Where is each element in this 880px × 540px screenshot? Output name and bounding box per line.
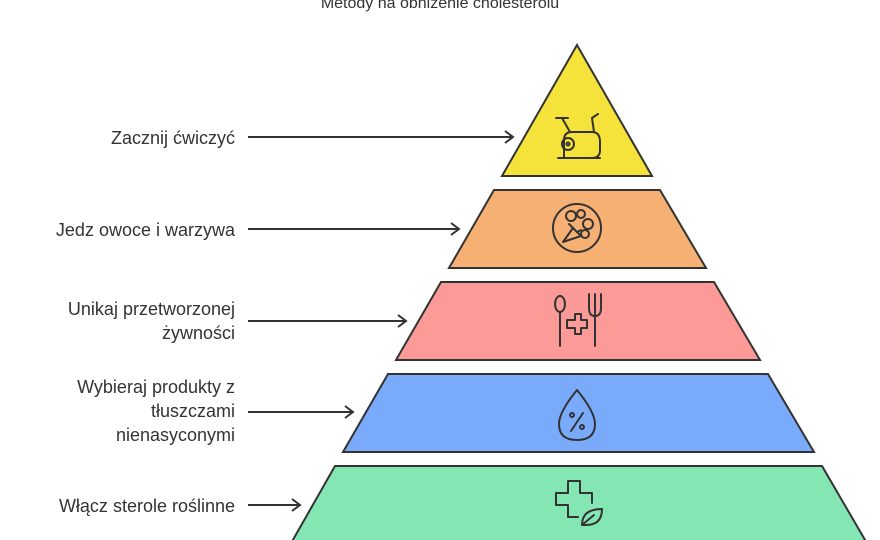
arrow-level-1 (248, 130, 515, 144)
level-3-label-line-2: żywności (161, 323, 235, 343)
arrow-level-4 (248, 405, 355, 419)
level-4-label-line-1: Wybieraj produkty z (77, 377, 235, 397)
pyramid-level-3 (394, 281, 762, 361)
arrow-level-2 (248, 222, 461, 236)
arrow-level-3 (248, 314, 408, 328)
level-4-label-line-2: tłuszczami (150, 401, 235, 421)
pyramid-level-5 (291, 465, 867, 540)
level-3-label-line-1: Unikaj przetworzonej (67, 299, 235, 319)
diagram-title: Metody na obniżenie cholesterolu (320, 0, 560, 12)
oil-drop-percent-icon (558, 389, 596, 441)
fruit-vegetable-icon (552, 203, 602, 253)
level-4-label: Wybieraj produkty z tłuszczami nienasyco… (77, 375, 235, 447)
level-5-label: Włącz sterole roślinne (59, 494, 235, 518)
level-2-label-line-1: Jedz owoce i warzywa (55, 220, 235, 240)
arrow-level-5 (248, 498, 302, 512)
pyramid-level-2 (447, 189, 708, 269)
fork-spoon-medical-icon (554, 293, 602, 347)
pyramid-level-1 (500, 42, 654, 177)
level-4-label-line-3: nienasyconymi (115, 425, 235, 445)
plant-cross-icon (555, 480, 603, 526)
exercise-bike-icon (555, 113, 601, 159)
level-3-label: Unikaj przetworzonej żywności (68, 297, 235, 345)
level-1-label-line-1: Zacznij ćwiczyć (110, 128, 235, 148)
level-5-label-line-1: Włącz sterole roślinne (58, 496, 235, 516)
level-2-label: Jedz owoce i warzywa (56, 218, 235, 242)
level-1-label: Zacznij ćwiczyć (111, 126, 235, 150)
pyramid-level-4 (341, 373, 816, 453)
